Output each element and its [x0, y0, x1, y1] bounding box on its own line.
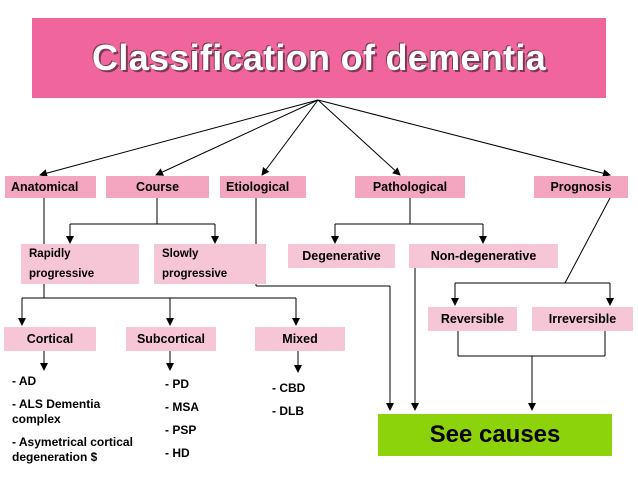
node-mixed: Mixed: [255, 327, 345, 351]
node-pathological: Pathological: [355, 176, 465, 198]
list-item: - Asymetrical cortical degeneration $: [12, 435, 133, 464]
irreversible-label: Irreversible: [548, 312, 617, 326]
mixed-label: Mixed: [282, 332, 318, 346]
title-banner: Classification of dementia: [32, 18, 606, 98]
list-item: - PSP: [165, 423, 197, 437]
cortical-list: - AD - ALS Dementia complex - Asymetrica…: [12, 374, 172, 473]
node-reversible: Reversible: [428, 307, 517, 331]
degenerative-label: Degenerative: [302, 249, 381, 263]
node-etiological-label: Etiological: [226, 180, 290, 194]
node-irreversible: Irreversible: [532, 307, 633, 331]
mixed-list: - CBD - DLB: [272, 381, 352, 427]
list-item: - MSA: [165, 400, 199, 414]
see-causes-box: See causes: [378, 414, 612, 456]
subcortical-label: Subcortical: [136, 332, 206, 346]
diagram-title: Classification of dementia: [92, 37, 546, 78]
node-prognosis-label: Prognosis: [550, 180, 612, 194]
node-non-degenerative: Non-degenerative: [409, 244, 558, 268]
list-item: - CBD: [272, 381, 306, 395]
list-item: - AD: [12, 374, 37, 388]
reversible-label: Reversible: [440, 312, 505, 326]
node-slowly-progressive: Slowly progressive: [154, 244, 266, 284]
node-anatomical-label: Anatomical: [11, 180, 79, 194]
node-course-label: Course: [135, 180, 180, 194]
node-cortical: Cortical: [4, 327, 96, 351]
see-causes-label: See causes: [429, 421, 561, 448]
slowly-progressive-label: progressive: [162, 268, 228, 280]
node-rapidly-progressive: Rapidly progressive: [21, 244, 139, 284]
list-item: - HD: [165, 446, 190, 460]
list-item: - PD: [165, 377, 189, 391]
slowly-label: Slowly: [162, 248, 199, 260]
rapidly-label: Rapidly: [29, 248, 71, 260]
node-course: Course: [106, 176, 209, 198]
rapidly-progressive-label: progressive: [29, 268, 95, 280]
node-etiological: Etiological: [220, 176, 306, 198]
cortical-label: Cortical: [26, 332, 74, 346]
non-degenerative-label: Non-degenerative: [430, 249, 537, 263]
node-subcortical: Subcortical: [126, 327, 216, 351]
node-anatomical: Anatomical: [5, 176, 96, 198]
list-item: - DLB: [272, 404, 304, 418]
node-prognosis: Prognosis: [534, 176, 628, 198]
node-pathological-label: Pathological: [372, 180, 448, 194]
list-item: - ALS Dementia complex: [12, 397, 101, 426]
subcortical-list: - PD - MSA - PSP - HD: [165, 377, 245, 469]
node-degenerative: Degenerative: [288, 244, 395, 268]
